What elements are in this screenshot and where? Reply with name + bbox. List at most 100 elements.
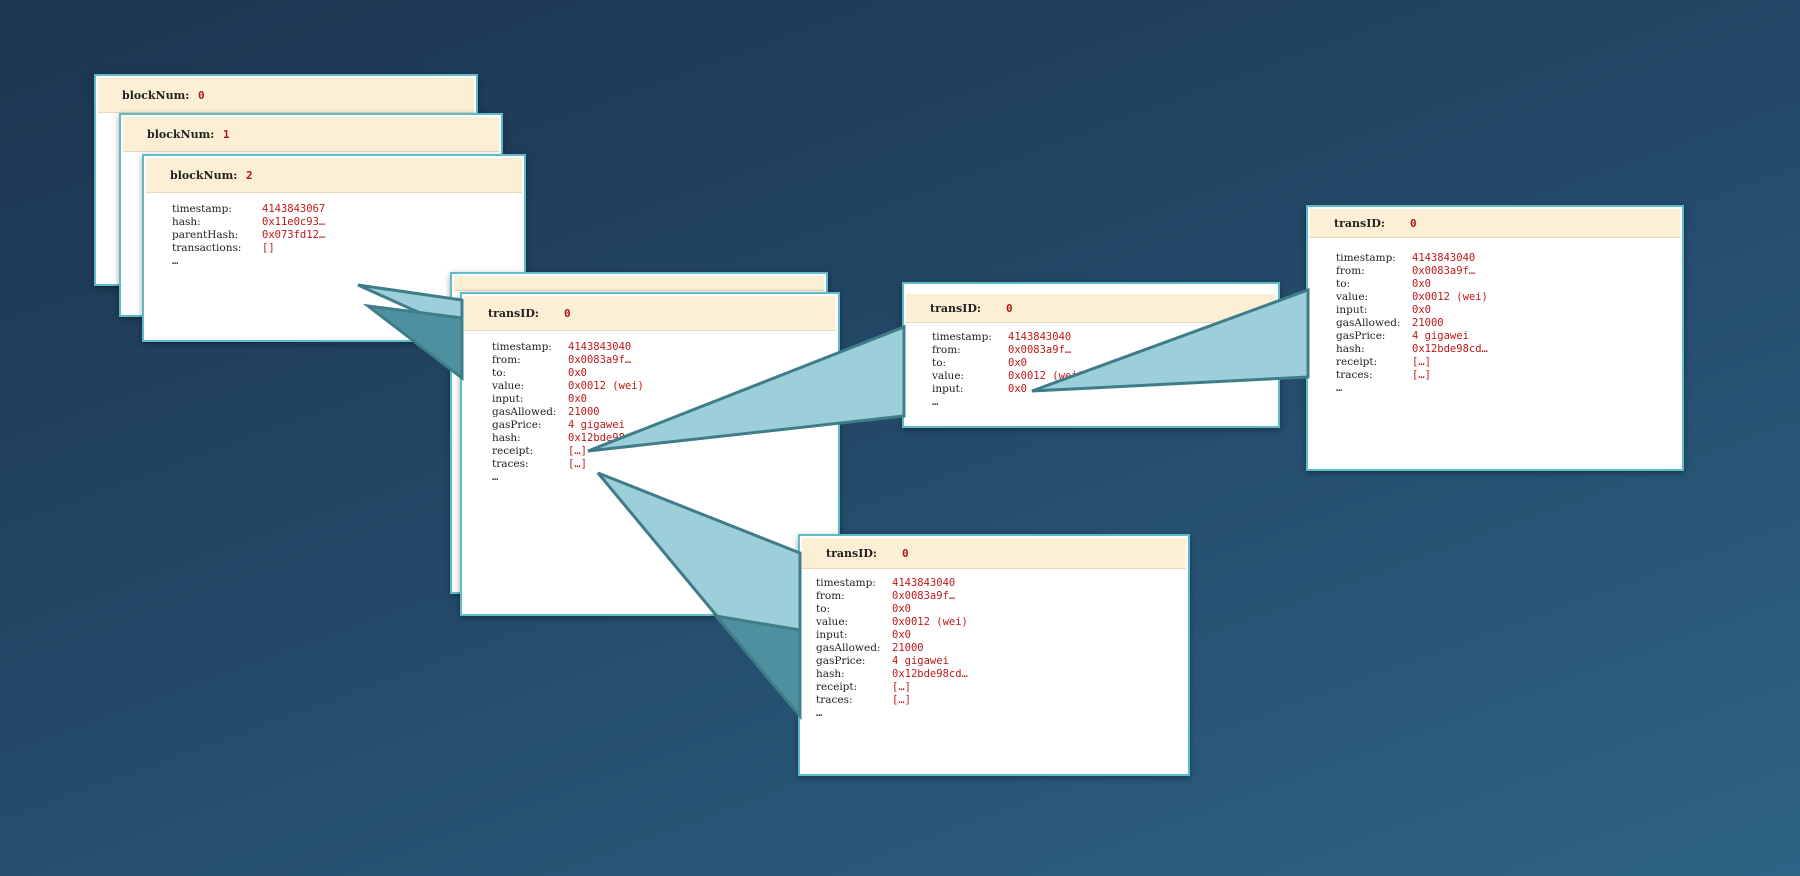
field-key: receipt:: [492, 445, 534, 457]
field-key: gasPrice:: [1336, 330, 1386, 342]
trans-id-label: transID:: [930, 301, 981, 315]
field-key: to:: [492, 367, 507, 379]
field-key: to:: [932, 357, 947, 369]
field-row: to: 0x0: [932, 357, 1278, 370]
block-card-2[interactable]: blockNum: 2 timestamp:4143843067 hash:0x…: [142, 154, 526, 342]
field-value: 4 gigawei: [568, 419, 625, 431]
transaction-card-bottom[interactable]: transID: 0 timestamp:4143843040 from:0x0…: [798, 534, 1190, 776]
field-key: value:: [492, 380, 525, 392]
field-key: gasAllowed:: [1336, 317, 1401, 329]
field-row: from: 0x0083a9f…: [1336, 265, 1682, 278]
field-value: 0x0: [1008, 383, 1027, 395]
field-value: 21000: [568, 406, 600, 418]
field-row: hash: 0x11e0c93…: [172, 216, 524, 229]
field-value[interactable]: […]: [1412, 356, 1431, 368]
transaction-fields: timestamp:4143843040 from:0x0083a9f… to:…: [462, 333, 838, 484]
field-row: transactions:[]: [172, 242, 524, 255]
field-row: value: 0x0012 (wei): [816, 616, 1188, 629]
field-row: timestamp:4143843067: [172, 203, 524, 216]
field-key: value:: [1336, 291, 1369, 303]
field-value: 0x0012 (wei): [892, 616, 968, 628]
field-key: to:: [816, 603, 831, 615]
field-value[interactable]: […]: [1412, 369, 1431, 381]
field-key: from:: [1336, 265, 1365, 277]
field-value[interactable]: […]: [568, 445, 587, 457]
field-value: 0x073fd12…: [262, 229, 326, 241]
field-row: value:0x0012 (wei): [492, 380, 838, 393]
field-key: input:: [1336, 304, 1368, 316]
block-fields: timestamp:4143843067 hash:0x11e0c93… par…: [144, 195, 524, 268]
field-key: hash:: [1336, 343, 1365, 355]
field-value: 4 gigawei: [892, 655, 949, 667]
field-key: from:: [932, 344, 961, 356]
field-value: 0x0012 (wei): [1412, 291, 1488, 303]
field-key: hash:: [816, 668, 845, 680]
field-row: value:0x0012 (wei): [932, 370, 1278, 383]
transaction-card-right[interactable]: transID: 0 timestamp:4143843040 from:0x0…: [1306, 205, 1684, 471]
field-row: timestamp:4143843040: [932, 331, 1278, 344]
field-row: input: 0x0: [816, 629, 1188, 642]
transaction-card-header: transID: 0: [1310, 209, 1680, 238]
transaction-card-main[interactable]: transID: 0 timestamp:4143843040 from:0x0…: [460, 292, 840, 616]
field-row: traces:[…]: [492, 458, 838, 471]
field-key: input:: [816, 629, 848, 641]
field-row: timestamp:4143843040: [816, 577, 1188, 590]
block-card-header: blockNum: 1: [123, 117, 499, 152]
field-row: input: 0x0: [492, 393, 838, 406]
field-value[interactable]: […]: [568, 458, 587, 470]
trans-id-value: 0: [1006, 301, 1013, 315]
field-row: traces:[…]: [1336, 369, 1682, 382]
transaction-card-header: transID: 0: [464, 296, 836, 331]
field-value: 0x0083a9f…: [1412, 265, 1476, 277]
field-row: from: 0x0083a9f…: [932, 344, 1278, 357]
block-num-label: blockNum:: [147, 127, 215, 141]
field-key: timestamp:: [816, 577, 876, 589]
field-key: gasPrice:: [816, 655, 866, 667]
field-row: gasPrice:4 gigawei: [1336, 330, 1682, 343]
field-row: from:0x0083a9f…: [492, 354, 838, 367]
field-row: gasPrice: 4 gigawei: [816, 655, 1188, 668]
field-value[interactable]: […]: [892, 694, 911, 706]
field-value: 0x12bde98cd…: [892, 668, 968, 680]
transaction-fields: timestamp:4143843040 from: 0x0083a9f… to:…: [904, 325, 1278, 409]
field-key: input:: [492, 393, 524, 405]
ellipsis: …: [172, 255, 179, 267]
block-num-value: 0: [198, 88, 205, 102]
field-key: value:: [816, 616, 849, 628]
field-value: 0x0083a9f…: [892, 590, 956, 602]
field-value: 0x0: [892, 629, 911, 641]
trans-id-label: transID:: [826, 546, 877, 560]
field-key: gasPrice:: [492, 419, 542, 431]
field-value: 0x0083a9f…: [568, 354, 632, 366]
transaction-fields: timestamp:4143843040 from:0x0083a9f… to:…: [800, 571, 1188, 720]
field-row: input:0x0: [1336, 304, 1682, 317]
transaction-card-header: transID: 0: [802, 538, 1186, 569]
field-key: hash:: [492, 432, 521, 444]
field-row: hash:0x12bde98cd…: [492, 432, 838, 445]
field-key: timestamp:: [172, 203, 232, 215]
field-value: 4143843040: [1008, 331, 1072, 343]
field-row: hash:0x12bde98cd…: [1336, 343, 1682, 356]
field-key: traces:: [816, 694, 853, 706]
field-row: hash: 0x12bde98cd…: [816, 668, 1188, 681]
field-value[interactable]: […]: [892, 681, 911, 693]
trans-id-label: transID:: [1334, 216, 1385, 230]
block-num-label: blockNum:: [122, 88, 190, 102]
field-key: hash:: [172, 216, 201, 228]
field-row: gasAllowed:21000: [816, 642, 1188, 655]
block-num-value: 2: [246, 168, 253, 182]
field-value: 0x0083a9f…: [1008, 344, 1072, 356]
transaction-card-receipt[interactable]: transID: 0 timestamp:4143843040 from: 0x0…: [902, 282, 1280, 428]
field-row: gasAllowed:21000: [1336, 317, 1682, 330]
field-value: 0x11e0c93…: [262, 216, 326, 228]
field-value: 0x0: [568, 393, 587, 405]
field-row: traces: […]: [816, 694, 1188, 707]
trans-id-label: transID:: [488, 306, 539, 320]
transaction-card-header: transID: 0: [906, 294, 1276, 323]
field-row: value: 0x0012 (wei): [1336, 291, 1682, 304]
field-key: receipt:: [816, 681, 858, 693]
field-value: 0x0: [1008, 357, 1027, 369]
field-row: to:0x0: [816, 603, 1188, 616]
block-num-value: 1: [223, 127, 230, 141]
field-row: receipt:[…]: [1336, 356, 1682, 369]
